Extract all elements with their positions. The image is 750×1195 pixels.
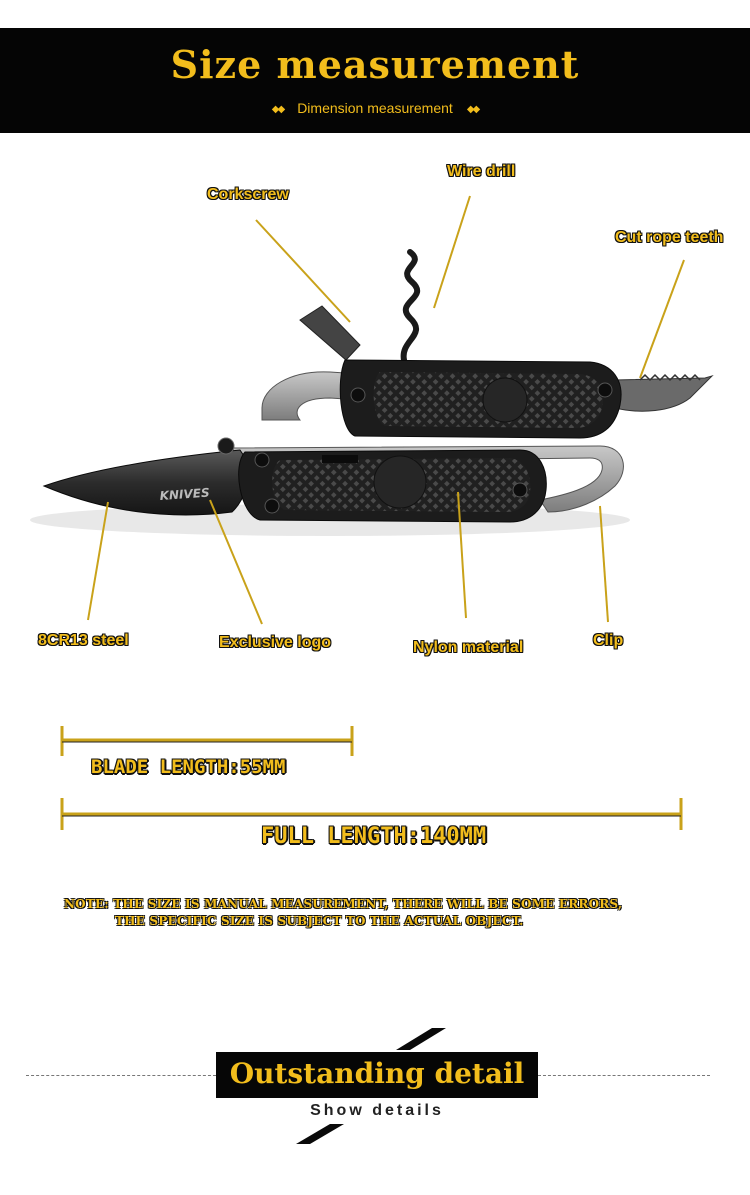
screw xyxy=(597,382,613,398)
callout-cut-rope-teeth: Cut rope teeth xyxy=(615,229,724,246)
brand-mark: KNIVES xyxy=(159,486,210,503)
callout-logo: Exclusive logo xyxy=(219,634,332,651)
callout-wire-drill: Wire drill xyxy=(447,163,516,180)
diamond-ornament-left-icon: ◆◆ xyxy=(271,103,285,115)
diamond-ornament-right-icon: ◆◆ xyxy=(466,103,480,115)
section-subtitle: Show details xyxy=(310,1102,444,1119)
grip-medallion xyxy=(373,455,427,509)
callout-steel: 8CR13 steel xyxy=(38,632,129,649)
grip-medallion xyxy=(482,377,528,423)
page-subtitle: Dimension measurement xyxy=(297,100,453,116)
screw xyxy=(254,452,270,468)
leader-wire-drill xyxy=(433,195,471,309)
leader-clip xyxy=(599,505,609,623)
handle-slot xyxy=(322,455,358,463)
leader-steel xyxy=(87,501,109,621)
leader-corkscrew xyxy=(255,219,351,323)
knife-illustration: KNIVES xyxy=(30,195,714,625)
corkscrew-spiral xyxy=(400,249,421,363)
full-length-bar xyxy=(60,798,683,830)
leader-logo xyxy=(209,499,263,625)
page-subtitle-row: ◆◆ Dimension measurement ◆◆ xyxy=(0,100,750,116)
section-divider-left xyxy=(26,1075,216,1076)
note-line-1: NOTE: THE SIZE IS MANUAL MEASUREMENT, TH… xyxy=(64,897,623,911)
callout-nylon: Nylon material xyxy=(413,639,524,656)
callout-corkscrew: Corkscrew xyxy=(207,186,289,203)
measurement-note: NOTE: THE SIZE IS MANUAL MEASUREMENT, TH… xyxy=(64,896,704,930)
dimension-bars xyxy=(60,726,683,830)
screw xyxy=(512,482,528,498)
section-title-box xyxy=(216,1052,538,1098)
screw xyxy=(350,387,366,403)
blade-length-bar xyxy=(60,726,354,756)
bottle-opener xyxy=(299,305,361,361)
slash-top-icon xyxy=(396,1028,446,1050)
leader-cut-rope-teeth xyxy=(639,259,685,379)
callout-leaders xyxy=(87,195,685,625)
slash-bottom-icon xyxy=(296,1124,344,1144)
thumb-stud xyxy=(217,437,235,455)
callout-clip: Clip xyxy=(593,632,624,649)
note-line-2: THE SPECIFIC SIZE IS SUBJECT TO THE ACTU… xyxy=(115,914,524,928)
section-title: Outstanding detail xyxy=(229,1057,525,1090)
header-banner xyxy=(0,28,750,133)
leader-nylon xyxy=(457,491,467,619)
page-title: Size measurement xyxy=(170,42,580,87)
section-divider-right xyxy=(538,1075,710,1076)
blade-length-label: BLADE LENGTH:55MM xyxy=(91,756,286,778)
saw-teeth xyxy=(639,373,701,382)
full-length-label: FULL LENGTH:140MM xyxy=(261,824,487,849)
screw xyxy=(264,498,280,514)
